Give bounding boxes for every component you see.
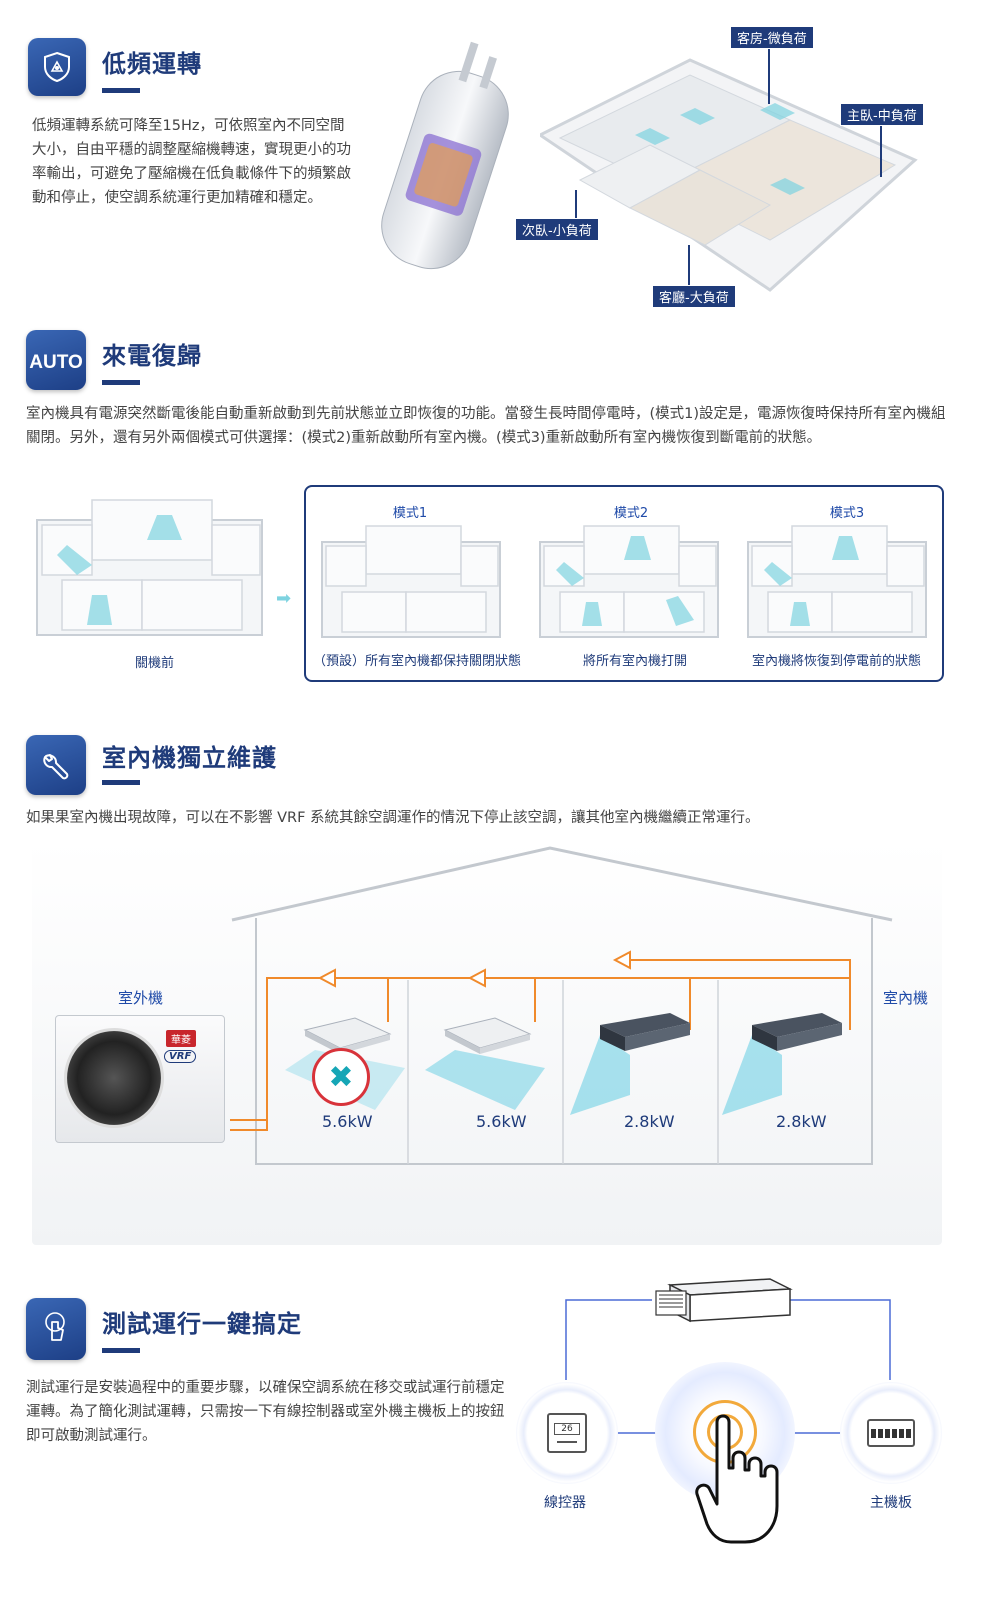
before-shutdown-plan [32,495,267,640]
mode-2-plan [536,522,721,642]
mode-2-heading: 模式2 [613,506,649,521]
finger-press-icon [26,1298,86,1360]
callout-line-living [688,245,690,285]
hand-pointer-icon [695,1410,785,1550]
maintenance-description: 如果果室內機出現故障，可以在不影響 VRF 系統其餘空調運作的情況下停止該空調，… [26,810,760,826]
label-guest-room: 客房-微負荷 [730,26,814,49]
section-test-run: 測試運行一鍵搞定 測試運行是安裝過程中的重要步驟，以確保空調系統在移交或試運行前… [0,1270,1000,1613]
section-low-frequency: 低頻運轉 低頻運轉系統可降至15Hz，可依照室內不同空間大小，自由平穩的調整壓縮… [0,0,1000,320]
fan-icon [64,1028,164,1128]
arrow-right-icon: ➡ [276,588,292,609]
outdoor-unit: 華菱 VRF [55,1015,225,1143]
low-frequency-title: 低頻運轉 [102,50,202,78]
indoor-unit-label: 室內機 [883,989,929,1007]
before-shutdown-label: 關機前 [135,656,175,671]
circuit-board-icon [867,1419,915,1447]
fault-wrench-icon: ✖ [312,1048,370,1106]
controller-buttons [557,1441,577,1443]
unit-2-capacity: 5.6kW [476,1112,527,1131]
compressor-illustration [360,30,530,300]
mode-3-plan [744,522,929,642]
main-board[interactable] [840,1382,942,1484]
auto-icon-text: AUTO [29,352,83,373]
label-second-bedroom: 次臥-小負荷 [515,218,599,241]
controller-display: 26 [554,1423,580,1435]
section-independent-maintenance: 室內機獨立維護 如果果室內機出現故障，可以在不影響 VRF 系統其餘空調運作的情… [0,730,1000,1260]
indoor-unit-3 [570,1005,700,1115]
auto-restart-title: 來電復歸 [102,342,202,370]
mode-2-caption: 將所有室內機打開 [583,654,688,669]
title-underline [102,1348,140,1353]
unit-1-capacity: 5.6kW [322,1112,373,1131]
indoor-unit-4 [722,1005,852,1115]
mode-3-caption: 室內機將恢復到停電前的狀態 [752,654,922,669]
ducted-indoor-unit [650,1275,795,1335]
low-frequency-description: 低頻運轉系統可降至15Hz，可依照室內不同空間大小，自由平穩的調整壓縮機轉速，實… [32,118,351,206]
house-floorplan-illustration [537,40,920,310]
mode-3-heading: 模式3 [829,506,865,521]
title-underline [102,780,140,785]
mode-1-caption: （預設）所有室內機都保持關閉狀態 [313,654,522,669]
title-underline [102,88,140,93]
section-auto-restart: AUTO 來電復歸 室內機具有電源突然斷電後能自動重新啟動到先前狀態並立即恢復的… [0,330,1000,700]
main-board-label: 主機板 [870,1495,912,1511]
label-living-room: 客廳-大負荷 [652,285,736,308]
wrench-icon [26,735,86,795]
title-underline [102,380,140,385]
test-run-description: 測試運行是安裝過程中的重要步驟，以確保空調系統在移交或試運行前穩定運轉。為了簡化… [26,1380,505,1444]
callout-line-guest [768,44,770,104]
mode-1-plan [318,522,503,642]
label-master-bedroom: 主臥-中負荷 [840,103,924,126]
wired-controller-label: 線控器 [544,1495,586,1511]
restart-modes-panel [304,485,944,682]
outdoor-unit-label: 室外機 [118,989,164,1007]
vrf-house-outline [230,846,893,1165]
callout-line-master [880,122,882,177]
brand-badge: 華菱 [166,1030,196,1047]
unit-4-capacity: 2.8kW [776,1112,827,1131]
auto-restart-description: 室內機具有電源突然斷電後能自動重新啟動到先前狀態並立即恢復的功能。當發生長時間停… [26,406,946,446]
controller-icon: 26 [547,1413,587,1453]
callout-line-second [575,190,577,218]
unit-3-capacity: 2.8kW [624,1112,675,1131]
test-run-diagram-lines [565,1299,891,1434]
vrf-badge: VRF [164,1050,197,1063]
auto-icon: AUTO [26,330,86,390]
mode-1-heading: 模式1 [392,506,428,521]
wired-controller[interactable]: 26 [516,1382,618,1484]
maintenance-title: 室內機獨立維護 [102,744,277,772]
test-run-title: 測試運行一鍵搞定 [102,1310,302,1338]
shield-icon [28,38,86,96]
indoor-unit-2 [425,1010,545,1110]
